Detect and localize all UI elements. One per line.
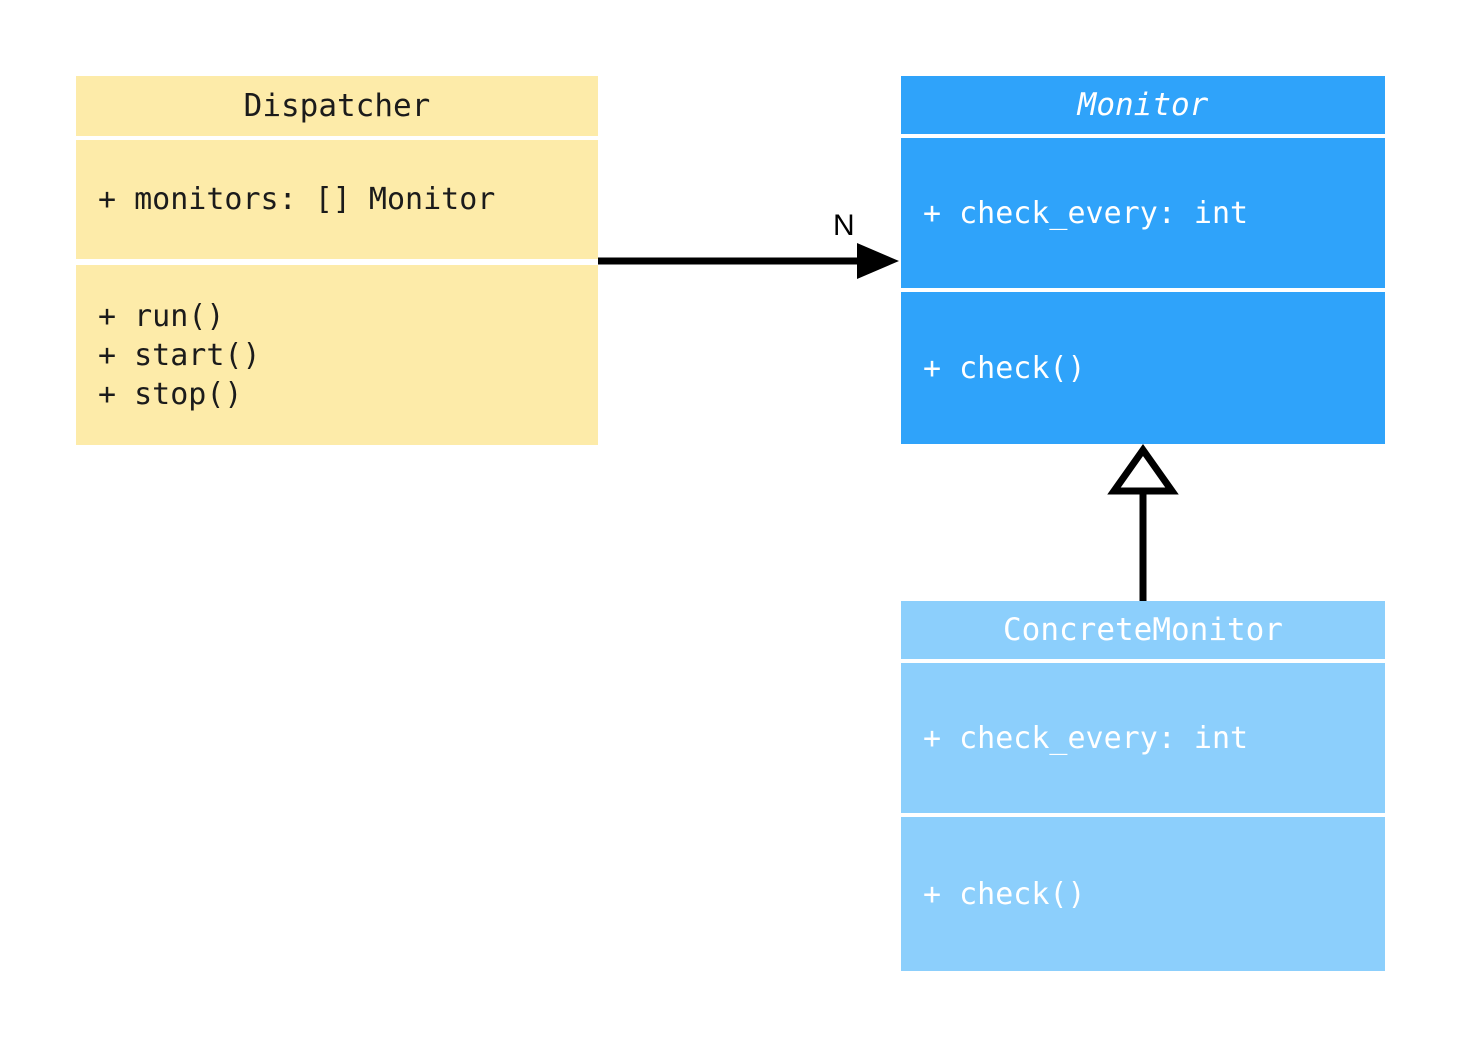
generalization-concrete-monitor-to-monitor [1107,443,1179,601]
class-box-monitor[interactable]: Monitor + check_every: int + check() [901,76,1385,444]
operation-row: + check() [923,350,1086,386]
attribute-row: + check_every: int [923,195,1249,231]
operation-row: + run() [98,298,225,334]
operation-row: + start() [98,337,261,373]
class-box-dispatcher[interactable]: Dispatcher + monitors: [] Monitor + run(… [76,76,598,445]
class-name-concrete-monitor: ConcreteMonitor [1003,612,1283,648]
operation-row: + check() [923,876,1086,912]
class-attributes-compartment-concrete-monitor: + check_every: int [901,663,1385,813]
generalization-arrowhead-icon [1107,443,1179,495]
association-dispatcher-to-monitor [598,243,899,279]
operation-row: + stop() [98,376,243,412]
class-name-dispatcher: Dispatcher [243,88,431,124]
class-attributes-compartment-dispatcher: + monitors: [] Monitor [76,140,598,259]
class-operations-compartment-dispatcher: + run() + start() + stop() [76,265,598,445]
association-arrowhead-icon [857,243,899,279]
attribute-row: + monitors: [] Monitor [98,182,496,217]
class-title-compartment-dispatcher: Dispatcher [76,76,598,136]
class-title-compartment-concrete-monitor: ConcreteMonitor [901,601,1385,659]
class-title-compartment-monitor: Monitor [901,76,1385,134]
attribute-row: + check_every: int [923,720,1249,756]
association-multiplicity-label: N [833,209,855,242]
class-operations-compartment-concrete-monitor: + check() [901,817,1385,971]
class-attributes-compartment-monitor: + check_every: int [901,138,1385,288]
class-box-concrete-monitor[interactable]: ConcreteMonitor + check_every: int + che… [901,601,1385,971]
class-name-monitor: Monitor [1077,87,1209,123]
class-operations-compartment-monitor: + check() [901,292,1385,444]
